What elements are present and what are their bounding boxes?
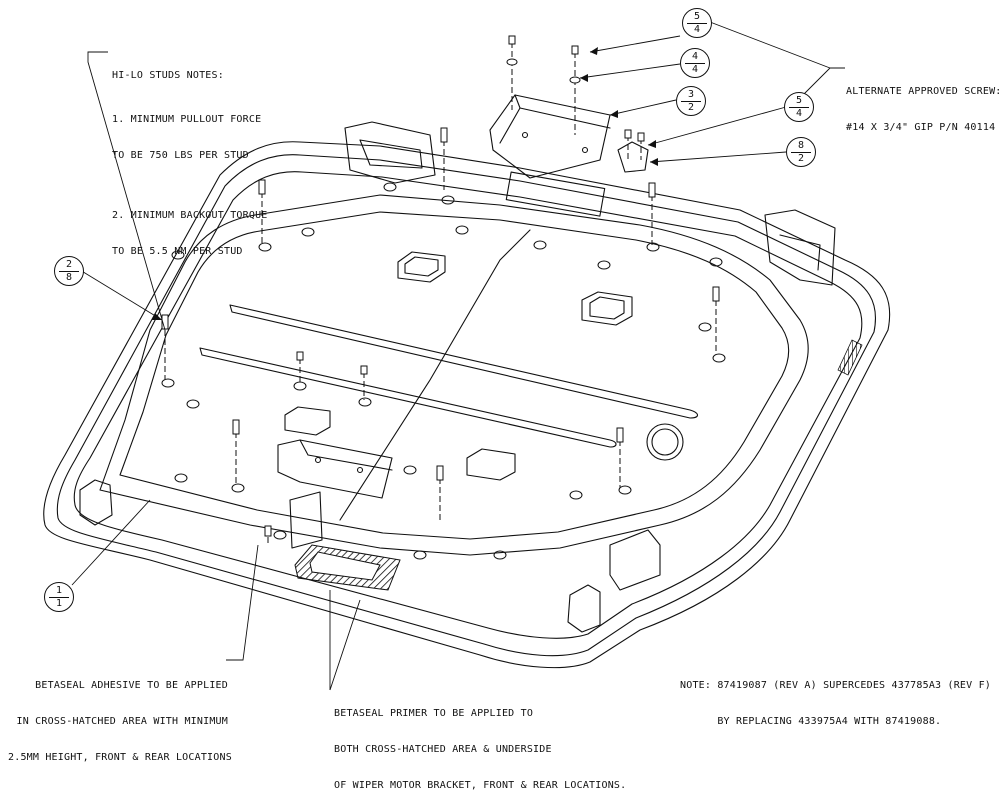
balloon-quantity: 4	[795, 108, 803, 119]
balloon-quantity: 2	[687, 102, 695, 113]
balloon-1-1: 1 1	[44, 582, 74, 612]
balloon-quantity: 2	[797, 153, 805, 164]
adhesive-line: BETASEAL ADHESIVE TO BE APPLIED	[35, 680, 228, 691]
hinge-left	[79, 479, 113, 526]
balloon-3-2: 3 2	[676, 86, 706, 116]
balloon-2-8: 2 8	[54, 256, 84, 286]
alternate-screw-note: ALTERNATE APPROVED SCREW: #14 X 3/4" GIP…	[846, 62, 1000, 146]
adhesive-line: IN CROSS-HATCHED AREA WITH MINIMUM	[16, 716, 228, 727]
pocket-right	[581, 291, 633, 326]
floor-inner	[119, 211, 790, 540]
floor-bosses	[161, 182, 726, 560]
rib-upper	[229, 304, 699, 419]
small-bracket	[617, 141, 649, 173]
pocket-top	[397, 251, 446, 283]
hilo-note-line: TO BE 5.5 NM PER STUD	[112, 246, 243, 257]
right-lip	[764, 209, 836, 286]
front-left-block	[289, 491, 323, 549]
balloon-quantity: 1	[55, 598, 63, 609]
wiper-bracket-rear	[489, 94, 611, 179]
primer-line: BOTH CROSS-HATCHED AREA & UNDERSIDE	[334, 744, 552, 755]
leader-lines	[71, 21, 845, 691]
balloon-number: 5	[795, 95, 803, 106]
balloon-number: 3	[687, 89, 695, 100]
adhesive-line: 2.5MM HEIGHT, FRONT & REAR LOCATIONS	[8, 752, 232, 763]
balloon-5-4-top: 5 4	[682, 8, 712, 38]
rear-lip	[344, 121, 436, 184]
balloon-quantity: 4	[693, 24, 701, 35]
round-pocket	[646, 423, 684, 461]
floor-boundary	[99, 194, 809, 556]
pocket-mid-left	[284, 406, 331, 436]
supersede-line: BY REPLACING 433975A4 WITH 87419088.	[680, 716, 942, 727]
balloon-number: 5	[693, 11, 701, 22]
outer-rim	[43, 141, 891, 669]
adhesive-note: BETASEAL ADHESIVE TO BE APPLIED IN CROSS…	[8, 656, 232, 776]
rib-lower	[199, 347, 617, 448]
balloon-5-4-right: 5 4	[784, 92, 814, 122]
alt-screw-line: ALTERNATE APPROVED SCREW:	[846, 86, 1000, 97]
screws	[296, 35, 645, 400]
hilo-note-line: 1. MINIMUM PULLOUT FORCE	[112, 114, 262, 125]
balloon-number: 1	[55, 585, 63, 596]
inner-rim-2	[73, 171, 863, 639]
alt-screw-line: #14 X 3/4" GIP P/N 40114	[846, 122, 996, 133]
balloon-number: 2	[65, 259, 73, 270]
front-lip-right	[609, 529, 661, 591]
wiper-bracket-front	[277, 439, 393, 499]
supersede-line: NOTE: 87419087 (REV A) SUPERCEDES 437785…	[680, 680, 992, 691]
hilo-title: HI-LO STUDS NOTES:	[112, 70, 224, 81]
balloon-4-4: 4 4	[680, 48, 710, 78]
primer-note: BETASEAL PRIMER TO BE APPLIED TO BOTH CR…	[334, 684, 626, 804]
adhesive-hatch-area	[294, 544, 401, 591]
supersede-note: NOTE: 87419087 (REV A) SUPERCEDES 437785…	[680, 656, 991, 740]
inner-rim-1	[56, 154, 876, 657]
hilo-note-line: 2. MINIMUM BACKOUT TORQUE	[112, 210, 268, 221]
primer-line: BETASEAL PRIMER TO BE APPLIED TO	[334, 708, 534, 719]
balloon-number: 8	[797, 140, 805, 151]
balloon-number: 4	[691, 51, 699, 62]
hilo-studs-notes: HI-LO STUDS NOTES: 1. MINIMUM PULLOUT FO…	[112, 46, 268, 270]
leader-arrows	[152, 47, 658, 320]
balloon-quantity: 8	[65, 272, 73, 283]
hinge-front	[567, 584, 601, 633]
hi-lo-studs	[161, 127, 720, 545]
hilo-note-line: TO BE 750 LBS PER STUD	[112, 150, 249, 161]
panel-seam	[339, 229, 531, 521]
pocket-mid-right	[466, 448, 516, 481]
ribbed-edge	[837, 339, 863, 376]
balloon-quantity: 4	[691, 64, 699, 75]
primer-line: OF WIPER MOTOR BRACKET, FRONT & REAR LOC…	[334, 780, 627, 791]
roof-panel-drawing	[43, 21, 891, 691]
balloon-8-2: 8 2	[786, 137, 816, 167]
